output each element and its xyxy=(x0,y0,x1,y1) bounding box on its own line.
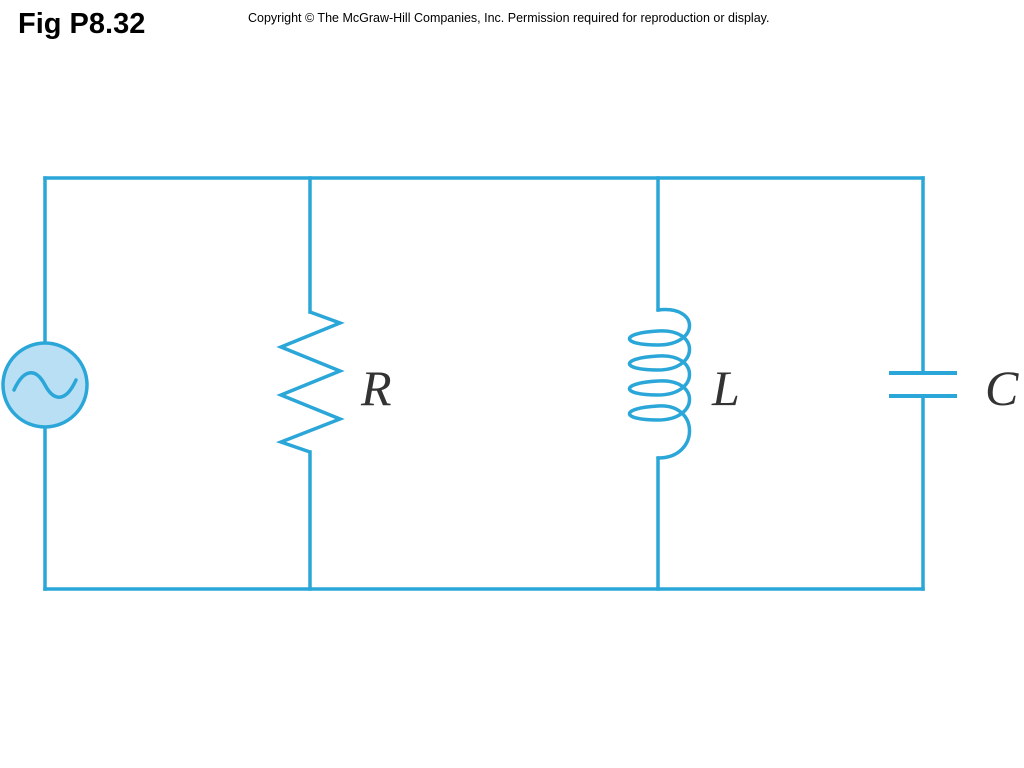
resistor-label: R xyxy=(360,360,392,416)
resistor-icon xyxy=(275,310,345,454)
figure-title: Fig P8.32 xyxy=(18,8,146,40)
capacitor-icon xyxy=(889,371,957,398)
circuit-wires xyxy=(43,176,925,591)
copyright-notice: Copyright © The McGraw-Hill Companies, I… xyxy=(248,11,770,25)
inductor-label: L xyxy=(711,360,740,416)
inductor-icon xyxy=(627,307,692,460)
ac-source-icon xyxy=(1,341,89,429)
capacitor-label: C xyxy=(985,360,1019,416)
